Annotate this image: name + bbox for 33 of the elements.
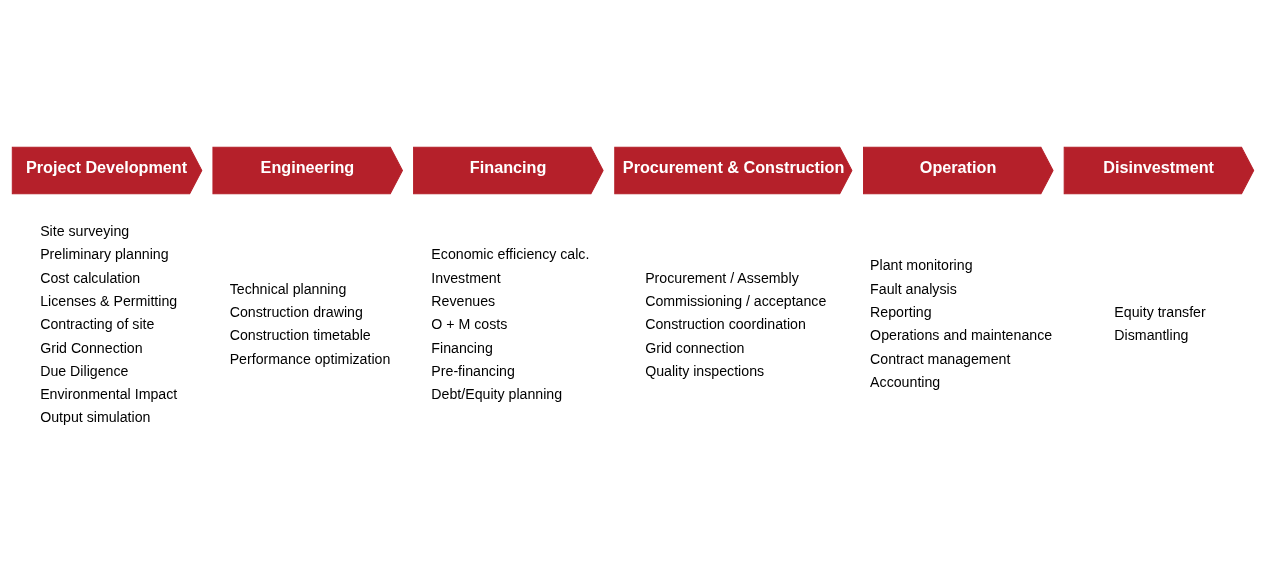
node-label: Technical planning [229,280,347,297]
node-label: Contract management [870,350,1011,367]
node-label: Cost calculation [40,269,141,286]
node-label: Construction timetable [229,327,371,344]
node-label: Contracting of site [40,316,155,333]
node-label: Quality inspections [645,362,765,379]
node-label: Construction coordination [645,316,806,333]
node-label: Pre-financing [431,362,515,379]
node-label: Equity transfer [1114,304,1206,321]
node-label: Site surveying [40,223,130,240]
node-label: Accounting [870,374,941,390]
node-label: Investment [431,269,501,286]
node-label: Debt/Equity planning [431,386,563,403]
node-label: O + M costs [431,316,508,333]
node-label: Operations and maintenance [870,327,1053,344]
node-label: Commissioning / acceptance [645,292,827,309]
node-label: Grid Connection [40,339,143,356]
node-label: Output simulation [40,409,151,426]
node-label: Fault analysis [870,280,957,297]
node-label: Performance optimization [229,350,391,367]
node-label: Economic efficiency calc. [431,246,590,263]
node-label: Preliminary planning [40,246,169,263]
node-label: Revenues [431,292,496,309]
node-label: Grid connection [645,339,745,356]
node-label: Plant monitoring [870,257,973,274]
node-label: Due Diligence [40,362,129,379]
node-label: Reporting [870,304,932,321]
node-label: Financing [431,339,493,356]
node-label: Procurement / Assembly [645,269,799,286]
node-label: Construction drawing [229,304,363,321]
node-label: Environmental Impact [40,386,178,403]
node-label: Dismantling [1114,327,1189,344]
node-label: Licenses & Permitting [40,292,178,309]
